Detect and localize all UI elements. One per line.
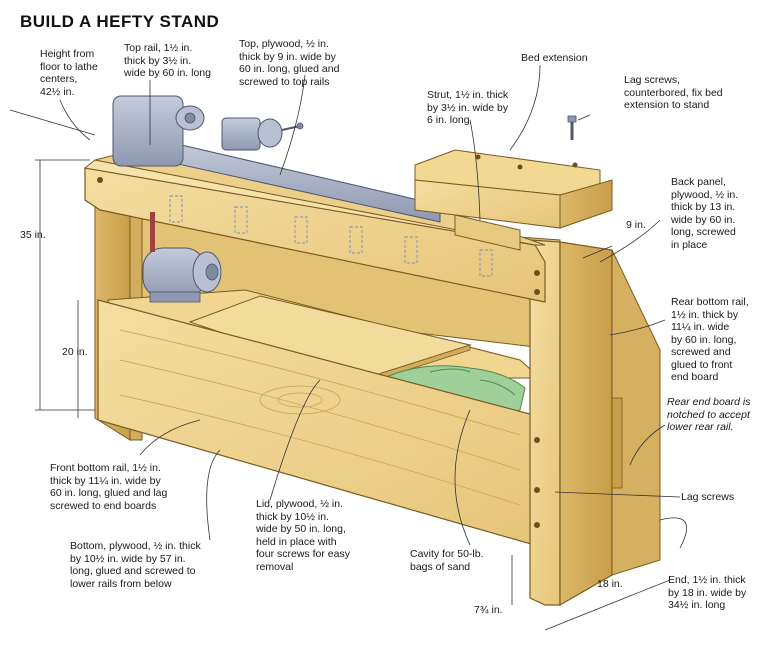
label-strut: Strut, 1½ in. thick by 3½ in. wide by 6 …: [427, 89, 509, 126]
page-title: BUILD A HEFTY STAND: [20, 12, 220, 31]
right-end-board: [529, 239, 661, 607]
label-bottom: Bottom, plywood, ½ in. thick by 10½ in. …: [70, 540, 201, 590]
leader-lines: [9, 64, 688, 631]
label-back-panel: Back panel, plywood, ½ in. thick by 13 i…: [671, 176, 739, 251]
lathe: [112, 95, 441, 223]
label-cavity: Cavity for 50-lb. bags of sand: [410, 548, 484, 573]
label-rear-end-board: Rear end board is notched to accept lowe…: [667, 396, 751, 433]
motor: [142, 212, 222, 303]
dim-7-3-4: 7¾ in.: [474, 604, 503, 616]
label-top-plywood: Top, plywood, ½ in. thick by 9 in. wide …: [239, 38, 340, 88]
label-rear-bottom-rail: Rear bottom rail, 1½ in. thick by 11¼ in…: [671, 296, 749, 383]
dim-9: 9 in.: [626, 219, 646, 231]
label-height-floor: Height from floor to lathe centers, 42½ …: [40, 48, 98, 98]
dim-20: 20 in.: [62, 346, 88, 358]
lag-screw: [567, 115, 577, 140]
label-lid: Lid, plywood, ½ in. thick by 10½ in. wid…: [256, 498, 350, 573]
dim-18: 18 in.: [597, 578, 623, 590]
label-end: End, 1½ in. thick by 18 in. wide by 34½ …: [668, 574, 747, 611]
label-bed-extension: Bed extension: [521, 52, 588, 64]
label-top-rail: Top rail, 1½ in. thick by 3½ in. wide by…: [124, 42, 211, 79]
bed-extension: [414, 149, 613, 229]
dim-35: 35 in.: [20, 229, 46, 241]
label-lag-screws-top: Lag screws, counterbored, fix bed extens…: [624, 74, 723, 111]
label-lag-screws: Lag screws: [681, 491, 735, 503]
label-front-bottom-rail: Front bottom rail, 1½ in. thick by 11¼ i…: [50, 462, 168, 512]
strut: [454, 214, 521, 251]
